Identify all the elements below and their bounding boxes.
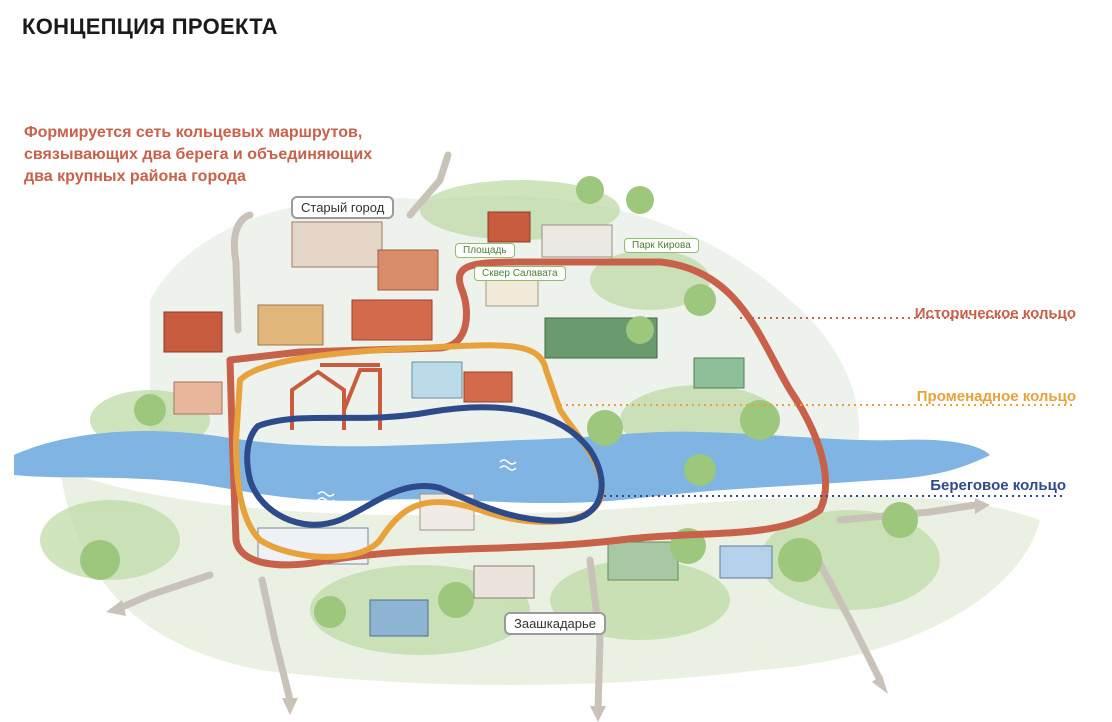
description-line: связывающих два берега и объединяющих (24, 146, 373, 163)
district-label-old-town: Старый город (291, 196, 395, 219)
shore-ring-route (244, 404, 605, 528)
place-label-square: Площадь (455, 243, 515, 258)
park-arch (290, 363, 382, 430)
historic-ring-label: Историческое кольцо (914, 305, 1076, 322)
historic-ring-route (226, 258, 830, 569)
pedestrian-paths (116, 151, 979, 714)
water-ripples (317, 459, 517, 503)
ring-leader-lines (560, 317, 1076, 497)
concept-description: Формируется сеть кольцевых маршрутов, св… (24, 122, 464, 188)
path-arrowheads (106, 498, 990, 722)
promenade-ring-label: Променадное кольцо (916, 388, 1076, 405)
description-line: Формируется сеть кольцевых маршрутов, (24, 124, 363, 141)
shore-ring-label: Береговое кольцо (930, 477, 1066, 494)
description-line: два крупных района города (24, 168, 246, 185)
buildings (163, 211, 773, 637)
place-label-kirov-park: Парк Кирова (624, 238, 699, 253)
district-label-zaashkadarye: Заашкадарье (504, 612, 606, 635)
page-title: КОНЦЕПЦИЯ ПРОЕКТА (22, 14, 278, 39)
place-label-salavat-square: Сквер Салавата (474, 266, 566, 281)
